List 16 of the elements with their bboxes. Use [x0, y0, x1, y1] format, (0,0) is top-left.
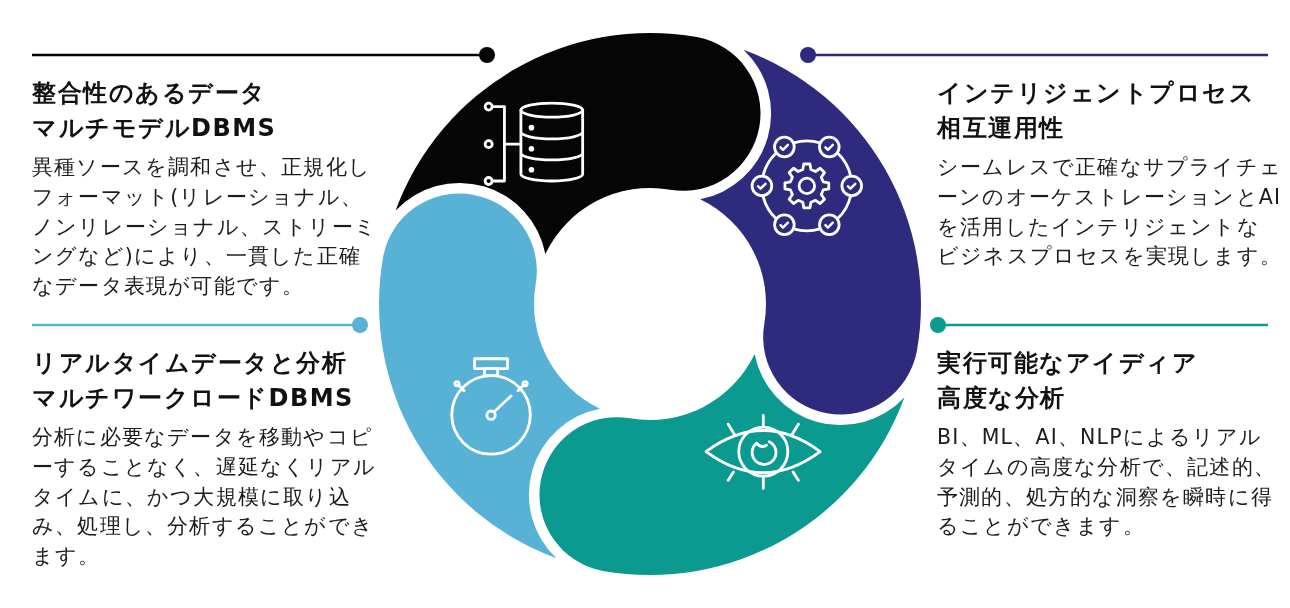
section-description: シームレスで正確なサプライチェーンのオーケストレーションとAIを活用したインテリジェントなビジネスプロセスを実現します。	[937, 154, 1282, 271]
section-heading: 相互運用性	[937, 113, 1065, 144]
ring-segment	[700, 49, 921, 415]
section-heading: 整合性のあるデータ	[32, 78, 267, 109]
section-heading: リアルタイムデータと分析	[32, 348, 347, 379]
ring-segment	[539, 354, 905, 575]
section-heading: マルチモデルDBMS	[32, 113, 277, 144]
section-description: 分析に必要なデータを移動やコピーすることなく、遅延なくリアルタイムに、かつ大規模に取り込み、処理し、分析することができます。	[32, 424, 377, 571]
ring-segment	[379, 193, 600, 559]
section-heading: マルチワークロードDBMS	[32, 383, 354, 414]
section-description: 異種ソースを調和させ、正規化しフォーマット(リレーショナル、ノンリレーショナル、ストリーミングなど)により、一貫した正確なデータ表現が可能です。	[32, 154, 377, 301]
section-heading: 実行可能なアイディア	[937, 348, 1198, 379]
section-heading: 高度な分析	[937, 383, 1066, 414]
section-heading: インテリジェントプロセス	[937, 78, 1255, 109]
ring-segment	[395, 33, 761, 254]
section-description: BI、ML、AI、NLPによるリアルタイムの高度な分析で、記述的、予測的、処方的な洞察を瞬時に得ることができます。	[937, 424, 1277, 541]
